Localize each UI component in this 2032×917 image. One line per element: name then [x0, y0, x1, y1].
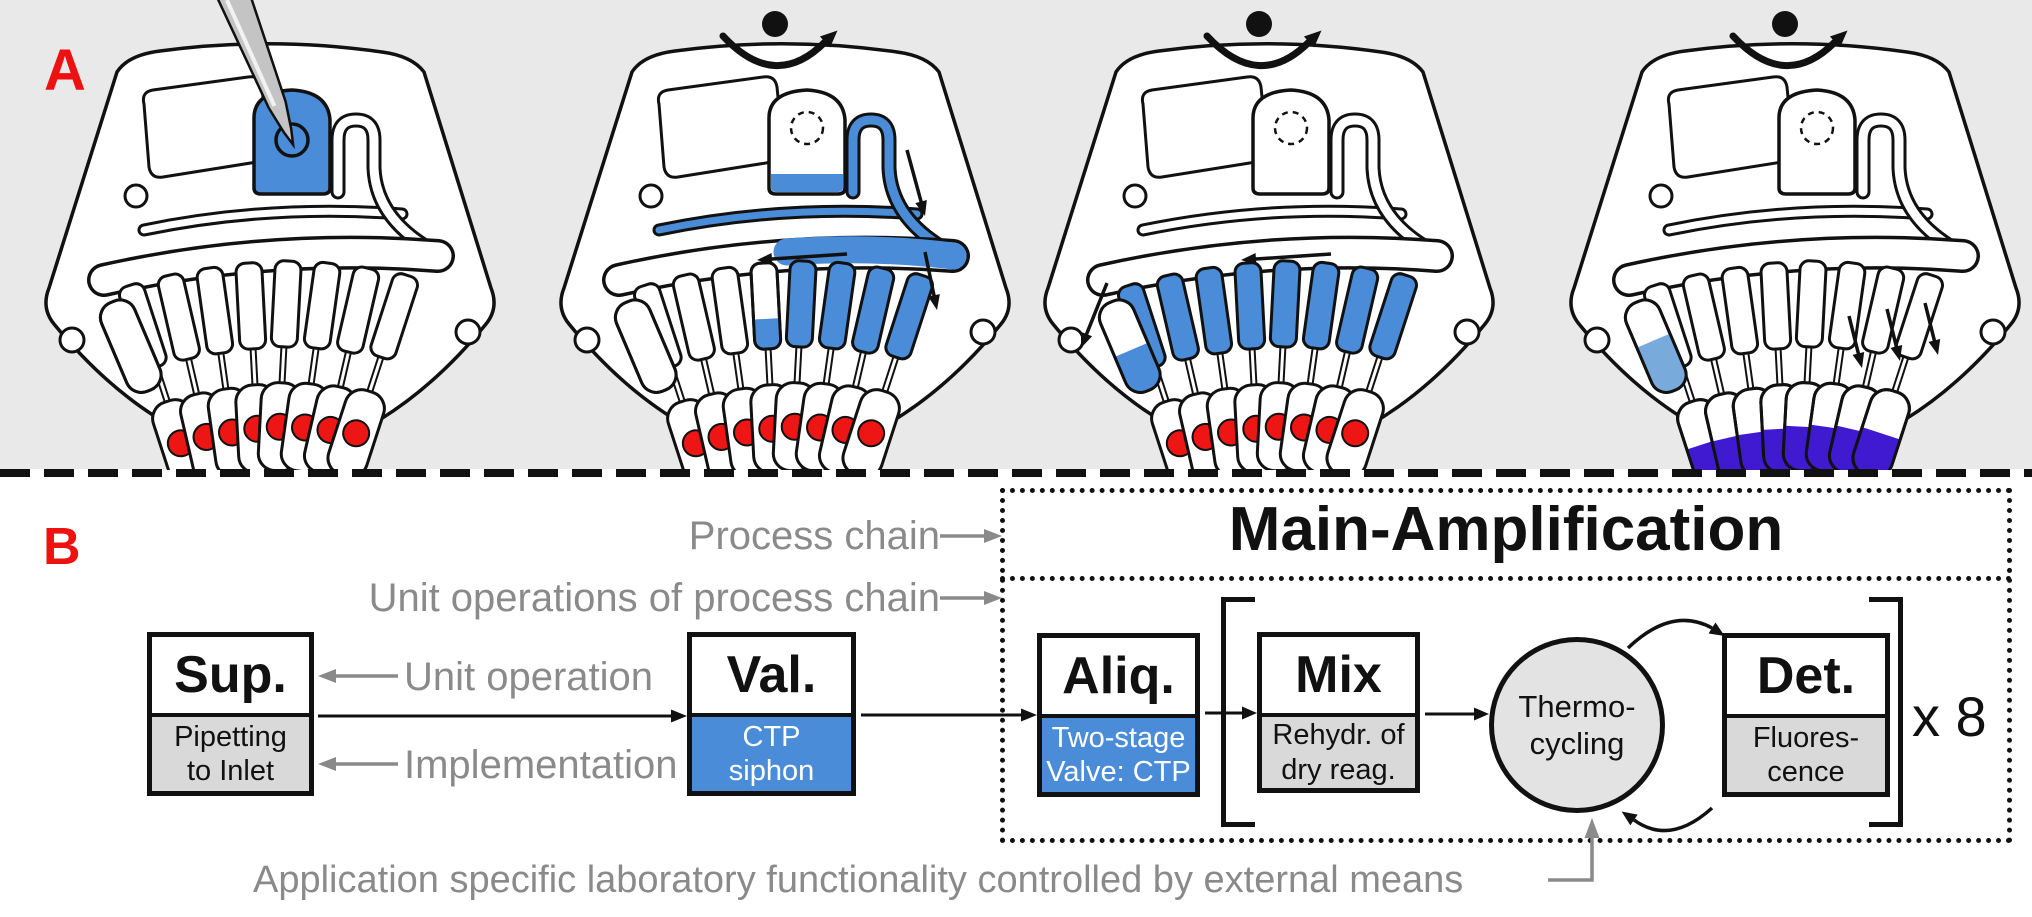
- vent-channel: [1665, 207, 1931, 234]
- waste-chamber: [98, 298, 163, 394]
- panel-divider-dashed-line: [0, 469, 2032, 477]
- siphon-channel: [1332, 115, 1426, 249]
- inlet-chamber: [1777, 88, 1857, 196]
- unit-operation-abbr: Aliq.: [1042, 638, 1195, 718]
- vent-hole-dashed: [789, 110, 825, 146]
- implementation-line: dry reag.: [1281, 753, 1396, 786]
- implementation-line: Fluores-: [1752, 721, 1860, 754]
- aliquot-finger: [326, 272, 419, 470]
- implementation-line: Rehydr. of: [1272, 719, 1405, 752]
- implementation-line: Valve: CTP: [1046, 756, 1191, 788]
- panel-a-label: A: [44, 38, 86, 103]
- vent-channel: [655, 207, 921, 234]
- unit-operation-box-supply: Sup. Pipetting to Inlet: [147, 632, 314, 796]
- implementation-cell: Rehydr. of dry reag.: [1262, 717, 1415, 788]
- aliquot-finger: [1325, 272, 1418, 470]
- dry-reagent-dot: [342, 419, 371, 448]
- thermocycling-label-line: cycling: [1529, 726, 1625, 761]
- thermocycling-label-line: Thermo-: [1518, 688, 1636, 724]
- inlet-chamber: [1251, 88, 1331, 196]
- siphon-channel: [333, 115, 427, 249]
- dry-reagent-dot: [1341, 419, 1370, 448]
- overflow-chamber: [1666, 75, 1795, 179]
- implementation-annotation: Implementation: [404, 743, 678, 787]
- vent-channel: [140, 207, 406, 234]
- unit-operation-abbr: Det.: [1727, 638, 1885, 718]
- unit-operation-abbr: Mix: [1262, 637, 1415, 717]
- implementation-cell: Two-stage Valve: CTP: [1042, 718, 1195, 792]
- aliquot-finger: [794, 260, 857, 470]
- dry-reagent-dot: [857, 419, 886, 448]
- repeat-count-label: x 8: [1912, 685, 1987, 748]
- rotation-icon: [1729, 11, 1848, 69]
- implementation-cell: Pipetting to Inlet: [152, 717, 309, 791]
- process-chain-annotation: Process chain: [688, 514, 940, 558]
- overflow-chamber: [1140, 75, 1269, 179]
- panel-b-label: B: [43, 518, 81, 576]
- disc-stage-4-chambers-filled: [1569, 11, 2021, 470]
- rotation-icon: [719, 11, 838, 69]
- unit-operation-box-detection: Det. Fluores- cence: [1722, 633, 1890, 797]
- waste-chamber: [1623, 298, 1688, 394]
- implementation-line: cence: [1767, 756, 1845, 788]
- vent-channel: [1139, 207, 1405, 234]
- aliquot-finger: [1255, 259, 1302, 470]
- process-chain-title: Main-Amplification: [1228, 495, 1784, 564]
- vent-hole-dashed: [1799, 110, 1835, 146]
- waste-chamber: [613, 298, 678, 394]
- pipette-icon: [216, 0, 295, 150]
- implementation-line: to Inlet: [186, 755, 275, 787]
- unit-operation-box-valving: Val. CTP siphon: [687, 632, 856, 796]
- repeat-bracket-right: [1869, 597, 1903, 827]
- unit-operations-annotation: Unit operations of process chain: [368, 576, 940, 620]
- overflow-chamber: [656, 75, 785, 179]
- unit-operation-abbr: Val.: [692, 637, 851, 717]
- siphon-channel: [848, 115, 942, 249]
- inlet-chamber: [767, 88, 847, 196]
- aliquot-finger: [841, 272, 934, 470]
- implementation-line: CTP: [742, 720, 801, 753]
- disc-stage-1-pipetting: [44, 0, 496, 470]
- repeat-bracket-left: [1221, 597, 1255, 827]
- process-chain-dotted-box: [1000, 488, 2012, 843]
- panel-a-disc-illustrations: A: [0, 0, 2032, 470]
- unit-operation-box-aliquoting: Aliq. Two-stage Valve: CTP: [1037, 633, 1200, 797]
- implementation-cell: CTP siphon: [692, 717, 851, 791]
- unit-operation-box-mixing: Mix Rehydr. of dry reag.: [1257, 632, 1420, 793]
- disc-stage-2-siphon-transfer: [559, 11, 1011, 470]
- external-means-caption: Application specific laboratory function…: [253, 859, 1464, 901]
- waste-chamber: [1097, 298, 1162, 394]
- unit-operations-dotted-divider: [1000, 576, 2012, 581]
- implementation-line: siphon: [728, 755, 815, 787]
- distribution-channel: [1615, 239, 1977, 294]
- rotation-icon: [1203, 11, 1322, 69]
- distribution-channel: [90, 239, 452, 294]
- implementation-line: Two-stage: [1051, 721, 1186, 754]
- unit-operation-abbr: Sup.: [152, 637, 309, 717]
- unit-operation-annotation: Unit operation: [404, 655, 654, 699]
- disc-stage-3-aliquoting: [1043, 11, 1495, 470]
- vent-hole-dashed: [1273, 110, 1309, 146]
- siphon-channel: [1858, 115, 1952, 249]
- aliquot-finger: [1851, 272, 1944, 470]
- implementation-line: Pipetting: [174, 720, 287, 753]
- thermocycling-circle: Thermo- cycling: [1489, 637, 1665, 813]
- implementation-cell: Fluores- cence: [1727, 718, 1885, 792]
- overflow-chamber: [141, 75, 270, 179]
- distribution-channel: [1089, 239, 1451, 294]
